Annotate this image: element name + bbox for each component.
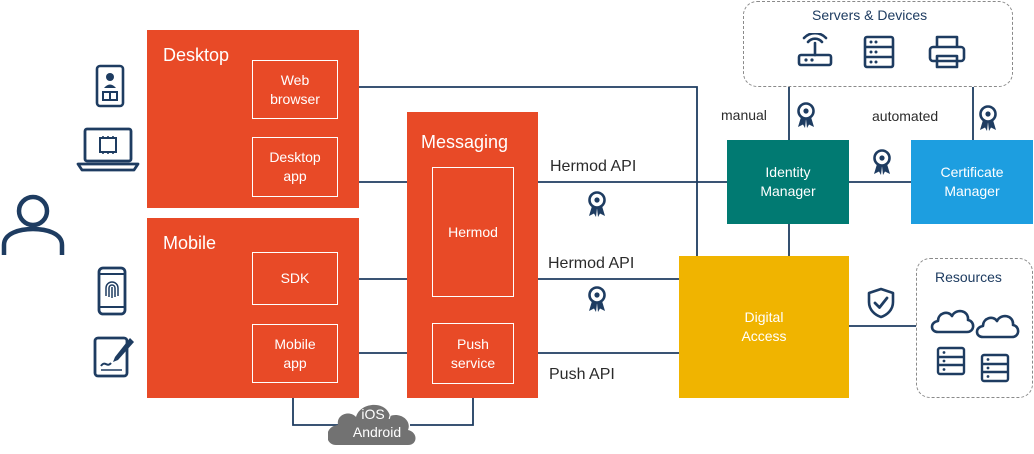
push-service-box: Push service (432, 323, 514, 384)
hermod-box: Hermod (432, 167, 514, 297)
router-icon (797, 33, 833, 67)
shield-check-icon (867, 287, 895, 319)
user-icon (1, 194, 65, 255)
cloud-icon (930, 309, 975, 334)
server-icon (936, 346, 966, 376)
manual-label: manual (721, 107, 767, 123)
identity-manager-box: Identity Manager (727, 140, 849, 224)
certificate-award-icon (588, 191, 606, 217)
server-rack-icon (863, 35, 895, 69)
cloud-icon (975, 314, 1020, 339)
hermod-api-label-top: Hermod API (550, 158, 637, 175)
certificate-manager-box: Certificate Manager (911, 140, 1033, 224)
mobile-app-box: Mobile app (252, 324, 338, 383)
ios-android-cloud (328, 404, 416, 445)
servers-devices-group (743, 1, 1013, 87)
certificate-award-icon (588, 286, 606, 312)
smart-card-icon (95, 64, 125, 108)
messaging-title: Messaging (421, 132, 509, 152)
tablet-signature-icon (93, 336, 134, 378)
ios-android-label: iOS / Android (352, 406, 402, 440)
automated-label: automated (872, 108, 939, 124)
certificate-award-icon (873, 149, 891, 175)
messaging-block (407, 112, 538, 398)
hermod-api-label-bottom: Hermod API (548, 255, 635, 272)
certificate-award-icon (977, 104, 999, 132)
resources-title: Resources (935, 269, 1002, 285)
mobile-block (147, 218, 359, 398)
fingerprint-phone-icon (97, 266, 127, 316)
digital-access-box: Digital Access (679, 256, 849, 398)
desktop-block (147, 30, 359, 208)
certificate-award-icon (795, 101, 817, 129)
resources-group (916, 258, 1033, 398)
line-webbrowser-digitalaccess (336, 86, 698, 256)
mobile-title: Mobile (163, 233, 217, 253)
web-browser-box: Web browser (252, 60, 338, 119)
server-icon (980, 353, 1010, 383)
servers-devices-title: Servers & Devices (812, 7, 928, 23)
printer-icon (928, 35, 966, 69)
sdk-box: SDK (252, 252, 338, 305)
desktop-app-box: Desktop app (252, 137, 338, 197)
desktop-title: Desktop (163, 45, 230, 65)
push-api-label: Push API (549, 366, 615, 383)
laptop-icon (76, 127, 140, 172)
